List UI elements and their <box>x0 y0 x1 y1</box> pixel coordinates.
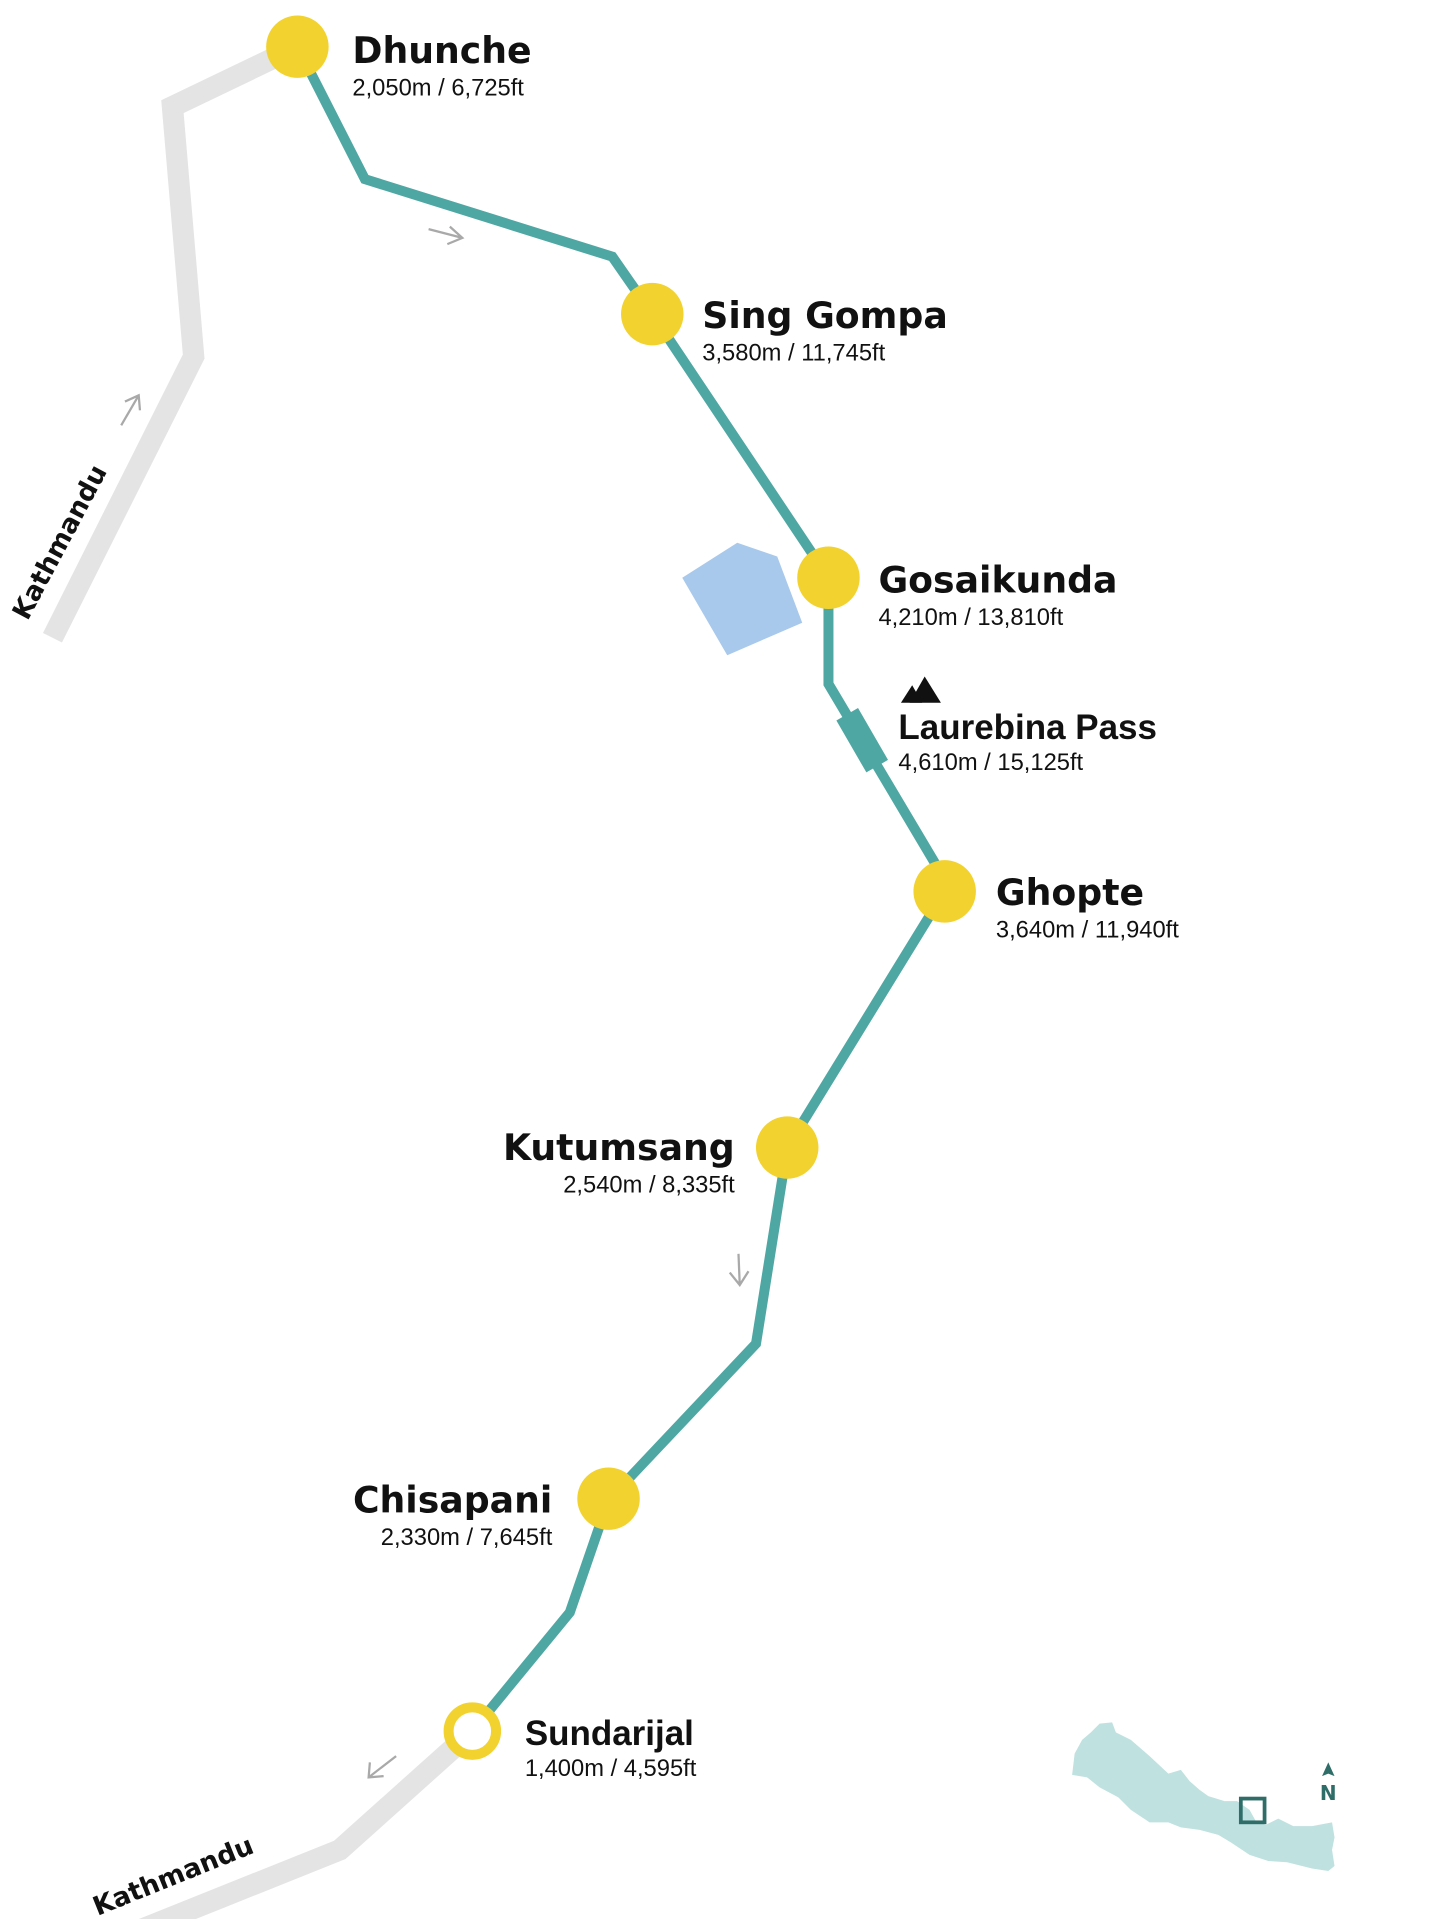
north-label: N <box>1320 1781 1337 1805</box>
trek-area-marker <box>1238 1796 1267 1825</box>
stop-elevation: 2,540m / 8,335ft <box>563 1173 735 1199</box>
nepal-inset-map: N <box>1072 1722 1337 1872</box>
arrow-icon <box>120 393 142 426</box>
arrow-icon <box>728 1253 750 1287</box>
stop-name: Gosaikunda <box>878 559 1117 602</box>
stop-dhunche[interactable] <box>266 15 329 78</box>
stop-name: Laurebina Pass <box>898 708 1157 747</box>
north-arrow-icon <box>1322 1762 1335 1777</box>
gosaikunda-lake <box>682 542 803 656</box>
mountain-icon <box>900 676 941 703</box>
arrow-icon <box>367 1755 397 1779</box>
stop-name: Dhunche <box>352 29 531 72</box>
stop-chisapani[interactable] <box>577 1467 640 1530</box>
stop-name: Sundarijal <box>525 1714 694 1753</box>
stop-elevation: 3,580m / 11,745ft <box>702 340 885 366</box>
stop-elevation: 4,610m / 15,125ft <box>898 750 1083 776</box>
stop-gosaikunda[interactable] <box>797 546 860 609</box>
road-to-kathmandu-north <box>42 37 302 643</box>
stop-elevation: 1,400m / 4,595ft <box>525 1756 697 1782</box>
stop-name: Chisapani <box>353 1478 552 1521</box>
arrow-icon <box>428 225 465 246</box>
stop-elevation: 4,210m / 13,810ft <box>878 605 1063 631</box>
stop-kutumsang[interactable] <box>755 1116 819 1179</box>
stop-elevation: 2,050m / 6,725ft <box>352 75 524 101</box>
stop-sing-gompa[interactable] <box>621 282 684 346</box>
direction-arrows <box>120 225 750 1779</box>
nepal-outline <box>1072 1722 1335 1872</box>
stop-sundarijal[interactable] <box>443 1702 502 1760</box>
stop-name: Ghopte <box>996 871 1144 914</box>
road-to-kathmandu-south <box>138 1723 480 1919</box>
stop-name: Sing Gompa <box>702 294 948 337</box>
pass-marker <box>836 707 889 773</box>
stop-name: Kutumsang <box>503 1126 735 1169</box>
stop-elevation: 3,640m / 11,940ft <box>996 918 1179 944</box>
stop-ghopte[interactable] <box>913 860 976 923</box>
stop-elevation: 2,330m / 7,645ft <box>381 1525 553 1551</box>
